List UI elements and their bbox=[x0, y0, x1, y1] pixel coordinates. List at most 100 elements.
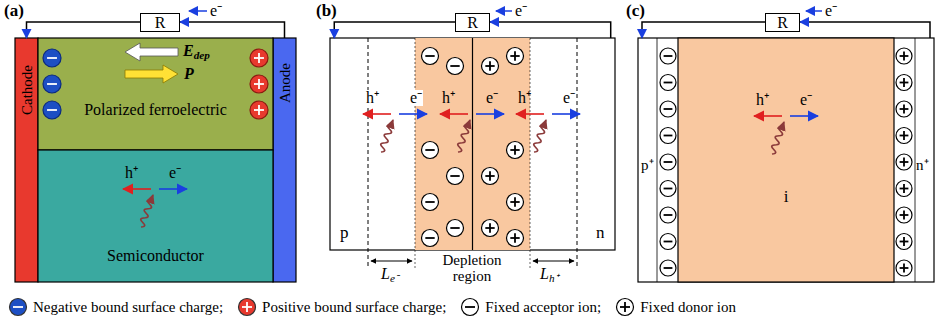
charge-circle bbox=[447, 58, 464, 75]
diffusion-boundary bbox=[368, 38, 369, 268]
photon-squiggle bbox=[458, 120, 470, 152]
node-text: p⁺ bbox=[641, 158, 654, 173]
depletion-edge bbox=[415, 38, 416, 268]
device-region: i bbox=[678, 38, 894, 282]
annotation-label: e⁻ bbox=[169, 165, 181, 181]
charge-symbol bbox=[507, 142, 524, 159]
charge-circle bbox=[896, 234, 912, 250]
charge-circle bbox=[482, 220, 499, 237]
legend-sign bbox=[246, 302, 248, 312]
charge-symbol bbox=[250, 75, 268, 93]
legend-symbol bbox=[237, 297, 257, 317]
charge-symbol bbox=[660, 207, 676, 223]
charge-symbol bbox=[422, 194, 439, 211]
panel-label: (a) bbox=[4, 2, 24, 19]
diffusion-boundary bbox=[577, 38, 578, 268]
charge-circle bbox=[896, 154, 912, 170]
node-text: i bbox=[784, 188, 789, 205]
charge-circle bbox=[507, 230, 524, 247]
charge-circle bbox=[896, 75, 912, 91]
annotation-label: Edep bbox=[183, 43, 210, 59]
charge-sign bbox=[664, 55, 673, 57]
junction-line bbox=[472, 38, 473, 250]
charge-sign bbox=[450, 175, 459, 177]
charge-sign bbox=[425, 201, 434, 203]
charge-circle bbox=[896, 207, 912, 223]
charge-symbol bbox=[896, 128, 912, 144]
legend-item: Negative bound surface charge; bbox=[8, 297, 223, 317]
charge-symbol bbox=[896, 75, 912, 91]
charge-sign bbox=[47, 57, 57, 59]
charge-sign bbox=[258, 79, 260, 89]
charge-sign bbox=[664, 214, 673, 216]
panel-label: (c) bbox=[626, 2, 645, 19]
charge-sign bbox=[664, 188, 673, 190]
node-text: Polarized ferroelectric bbox=[84, 102, 227, 118]
charge-sign bbox=[903, 264, 905, 273]
device-region: Polarized ferroelectric bbox=[38, 38, 273, 150]
charge-symbol bbox=[482, 58, 499, 75]
circuit-wire bbox=[180, 22, 285, 38]
legend: Negative bound surface charge; Positive b… bbox=[8, 297, 750, 317]
depletion-band bbox=[415, 38, 530, 250]
charge-circle bbox=[660, 101, 676, 117]
electron-arrow bbox=[476, 113, 504, 115]
charge-symbol bbox=[660, 101, 676, 117]
hole-arrow bbox=[123, 188, 151, 190]
charge-sign bbox=[425, 55, 434, 57]
legend-item: Fixed donor ion bbox=[615, 297, 736, 317]
charge-sign bbox=[258, 105, 260, 115]
charge-symbol bbox=[660, 181, 676, 197]
annotation-label: h⁺ bbox=[756, 92, 769, 108]
charge-circle bbox=[507, 142, 524, 159]
charge-sign bbox=[489, 223, 491, 232]
electron-arrow bbox=[790, 115, 818, 117]
legend-sign bbox=[465, 306, 475, 308]
charge-circle bbox=[507, 194, 524, 211]
charge-circle bbox=[250, 75, 268, 93]
charge-circle bbox=[660, 75, 676, 91]
legend-text: Positive bound surface charge; bbox=[262, 300, 446, 315]
charge-circle bbox=[660, 128, 676, 144]
charge-symbol bbox=[422, 230, 439, 247]
charge-sign bbox=[903, 105, 905, 114]
hole-arrow bbox=[363, 113, 391, 115]
legend-item: Fixed acceptor ion; bbox=[460, 297, 601, 317]
legend-sign bbox=[13, 306, 23, 308]
charge-sign bbox=[47, 83, 57, 85]
hole-arrow bbox=[516, 113, 544, 115]
resistor-box: R bbox=[455, 13, 490, 32]
field-arrow bbox=[125, 43, 178, 61]
charge-circle bbox=[507, 48, 524, 65]
charge-symbol bbox=[422, 142, 439, 159]
legend-symbol bbox=[460, 297, 480, 317]
legend-swatch bbox=[10, 299, 27, 316]
annotation-label: h⁺ bbox=[125, 165, 138, 181]
charge-sign bbox=[664, 135, 673, 137]
legend-swatch bbox=[462, 299, 479, 316]
charge-symbol bbox=[447, 220, 464, 237]
charge-circle bbox=[896, 128, 912, 144]
pin-device-box bbox=[638, 38, 934, 282]
node-text: n bbox=[596, 224, 605, 241]
photon-squiggle bbox=[141, 195, 153, 227]
depletion-edge bbox=[530, 38, 531, 268]
charge-circle bbox=[896, 181, 912, 197]
dimension-arrow bbox=[371, 261, 412, 262]
electron-arrow bbox=[552, 113, 580, 115]
resistor-box: R bbox=[140, 13, 180, 32]
charge-circle bbox=[43, 101, 61, 119]
annotation-label: e⁻ bbox=[486, 90, 498, 106]
node-text: R bbox=[777, 15, 788, 31]
legend-text: Fixed acceptor ion; bbox=[485, 300, 601, 315]
charge-symbol bbox=[447, 168, 464, 185]
node-text: Anode bbox=[277, 63, 292, 103]
charge-circle bbox=[660, 260, 676, 276]
circuit-wire bbox=[642, 22, 765, 38]
legend-symbol bbox=[615, 297, 635, 317]
charge-symbol bbox=[896, 154, 912, 170]
charge-symbol bbox=[43, 101, 61, 119]
charge-symbol bbox=[660, 234, 676, 250]
pn-device-box bbox=[330, 38, 615, 250]
charge-sign bbox=[514, 197, 516, 206]
